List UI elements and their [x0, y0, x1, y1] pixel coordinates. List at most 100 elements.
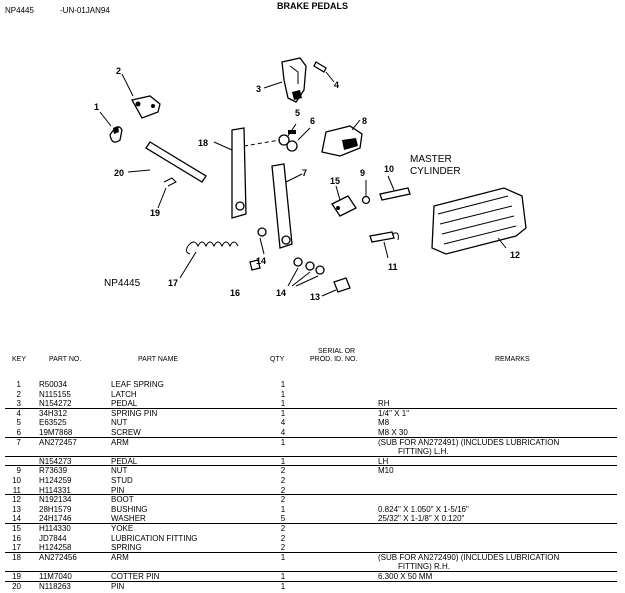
clevis-pin-part — [369, 231, 399, 259]
callout-5: 5 — [295, 108, 300, 118]
callout-1: 1 — [94, 102, 99, 112]
callout-11: 11 — [388, 262, 398, 272]
key-cell: 1 — [16, 380, 21, 389]
key-cell: 13 — [12, 504, 21, 514]
part-no-cell: N154273 — [39, 456, 72, 466]
row-separator — [5, 465, 617, 467]
part-name-cell: BOOT — [111, 495, 134, 505]
callout-2: 2 — [116, 66, 121, 76]
col-header-part-no: PART NO. — [49, 356, 82, 363]
callout-10: 10 — [384, 164, 394, 174]
part-no-cell: 11M7040 — [39, 572, 72, 581]
key-cell: 9 — [16, 466, 21, 476]
col-header-part-name: PART NAME — [138, 356, 179, 363]
part-name-cell: NUT — [111, 466, 128, 476]
key-cell: 4 — [16, 408, 21, 418]
callout-14b: 14 — [276, 288, 286, 298]
qty-cell: 1 — [280, 389, 286, 399]
part-no-cell: H114331 — [39, 485, 71, 495]
remarks-cell: RH — [378, 399, 390, 409]
qty-cell: 1 — [280, 380, 286, 389]
part-name-cell: YOKE — [111, 524, 134, 533]
remarks-cell: M8 — [378, 418, 390, 428]
part-name-cell: PIN — [111, 485, 125, 495]
part-name-cell: SCREW — [111, 428, 141, 437]
part-no-cell: R73639 — [39, 466, 68, 476]
key-cell: 2 — [16, 389, 21, 399]
callout-20: 20 — [114, 168, 124, 178]
key-cell: 10 — [12, 476, 21, 485]
part-no-cell: E63525 — [39, 418, 67, 428]
document-code: NP4445 — [5, 6, 34, 15]
part-name-cell: PEDAL — [111, 456, 138, 466]
cotter-pin-part — [157, 177, 177, 209]
date-code: -UN-01JAN94 — [60, 6, 110, 15]
callout-4: 4 — [334, 80, 339, 90]
row-separator — [5, 551, 617, 553]
part-name-cell: SPRING — [111, 543, 142, 553]
washers-part — [249, 227, 325, 287]
qty-cell: 2 — [280, 466, 286, 476]
remarks-cell: 0.824" X 1.050" X 1-5/16" — [378, 504, 469, 514]
part-name-cell: WASHER — [111, 514, 146, 524]
row-separator — [5, 523, 617, 524]
remarks-cell: M10 — [378, 466, 394, 476]
qty-cell: 2 — [280, 524, 286, 533]
figure-id-label: NP4445 — [104, 278, 141, 289]
brake-pedals-diagram: 1 2 3 4 5 6 7 8 9 10 11 12 13 14 14 15 1… — [94, 57, 527, 302]
key-cell: 14 — [12, 514, 21, 524]
row-separator — [5, 571, 617, 572]
callout-15: 15 — [330, 176, 340, 186]
qty-cell: 1 — [280, 572, 286, 581]
col-header-qty: QTY — [270, 356, 285, 363]
page-title: BRAKE PEDALS — [276, 1, 348, 11]
key-cell: 12 — [12, 495, 21, 505]
part-no-cell: H124259 — [39, 476, 72, 485]
callout-9: 9 — [360, 168, 365, 178]
part-no-cell: 34H312 — [39, 408, 68, 418]
part-no-cell: 24H1746 — [39, 514, 72, 524]
part-no-cell: R50034 — [39, 380, 68, 389]
part-name-cell: STUD — [111, 476, 133, 485]
table-row: 2 N115155 LATCH 1 — [0, 390, 625, 399]
bushing-part — [321, 277, 351, 297]
arm-rh-part — [213, 127, 247, 219]
table-row: 9 R73639 NUT 2 M10 — [0, 466, 625, 475]
key-cell: 5 — [16, 418, 21, 428]
remarks-cell: (SUB FOR AN272491) (INCLUDES LUBRICATION — [378, 437, 560, 447]
latch-part — [121, 73, 161, 119]
arm-lh-part — [271, 163, 303, 249]
part-name-cell: LATCH — [111, 389, 137, 399]
key-cell: 3 — [16, 399, 21, 409]
col-header-serial-1: SERIAL OR — [318, 348, 356, 355]
remarks-cell: 6.300 X 50 MM — [378, 572, 433, 581]
qty-cell: 1 — [280, 552, 286, 562]
row-separator — [5, 436, 617, 438]
table-row-continuation: FITTING) R.H. — [0, 562, 625, 571]
qty-cell: 1 — [280, 408, 286, 418]
part-no-cell: N115155 — [39, 389, 71, 399]
master-cylinder-label-1: MASTER — [410, 154, 452, 165]
qty-cell: 1 — [280, 581, 286, 591]
yoke-stud-part — [331, 175, 411, 217]
boot-part — [431, 187, 527, 255]
qty-cell: 1 — [280, 437, 286, 447]
part-name-cell: PEDAL — [111, 399, 138, 409]
remarks-cell: M8 X 30 — [378, 428, 408, 437]
remarks-continuation-cell: FITTING) R.H. — [398, 562, 450, 572]
callout-6: 6 — [310, 116, 315, 126]
remarks-cell: 25/32" X 1-1/8" X 0.120" — [378, 514, 465, 524]
key-cell: 18 — [12, 552, 21, 562]
row-separator — [5, 455, 617, 457]
part-name-cell: PIN — [111, 581, 125, 591]
callout-12: 12 — [510, 250, 520, 260]
